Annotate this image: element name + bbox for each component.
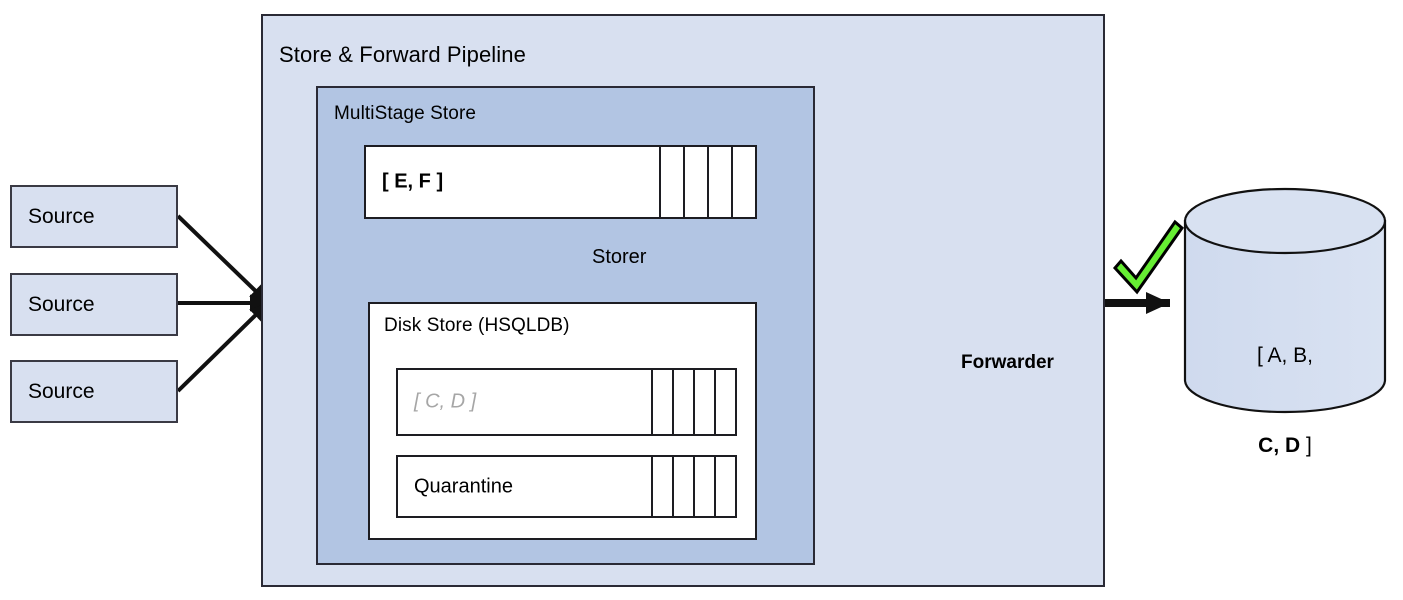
source-label-3: Source <box>28 379 95 403</box>
memory-queue-label: [ E, F ] <box>382 170 444 193</box>
source-box-2[interactable]: Source <box>10 273 178 336</box>
forwarder-label: Forwarder <box>961 352 1054 373</box>
quarantine-queue-label: Quarantine <box>414 475 513 497</box>
multistage-store-title: MultiStage Store <box>334 103 477 124</box>
disk-queue-slots <box>651 370 735 434</box>
storer-label: Storer <box>592 246 647 268</box>
database-contents-bold: C, D <box>1258 434 1301 457</box>
source-label-2: Source <box>28 292 95 316</box>
source-label-1: Source <box>28 204 95 228</box>
source-box-1[interactable]: Source <box>10 185 178 248</box>
database-contents-tail: ] <box>1300 434 1312 457</box>
green-checkmark-icon <box>1112 219 1185 295</box>
database-contents-line1: [ A, B, <box>1256 344 1314 367</box>
database-cylinder-icon <box>1183 187 1387 414</box>
database-contents: [ A, B, C, D ] <box>1185 281 1385 491</box>
disk-queue[interactable]: [ C, D ] <box>396 368 737 436</box>
database-contents-line2: C, D ] <box>1185 431 1385 461</box>
source-connectors <box>176 214 270 393</box>
quarantine-queue[interactable]: Quarantine <box>396 455 737 518</box>
source-box-3[interactable]: Source <box>10 360 178 423</box>
memory-queue[interactable]: [ E, F ] <box>364 145 757 219</box>
disk-store-title: Disk Store (HSQLDB) <box>384 315 570 336</box>
quarantine-queue-slots <box>651 457 735 516</box>
pipeline-title: Store & Forward Pipeline <box>279 42 526 67</box>
memory-queue-slots <box>659 147 755 217</box>
disk-queue-label: [ C, D ] <box>414 390 477 413</box>
